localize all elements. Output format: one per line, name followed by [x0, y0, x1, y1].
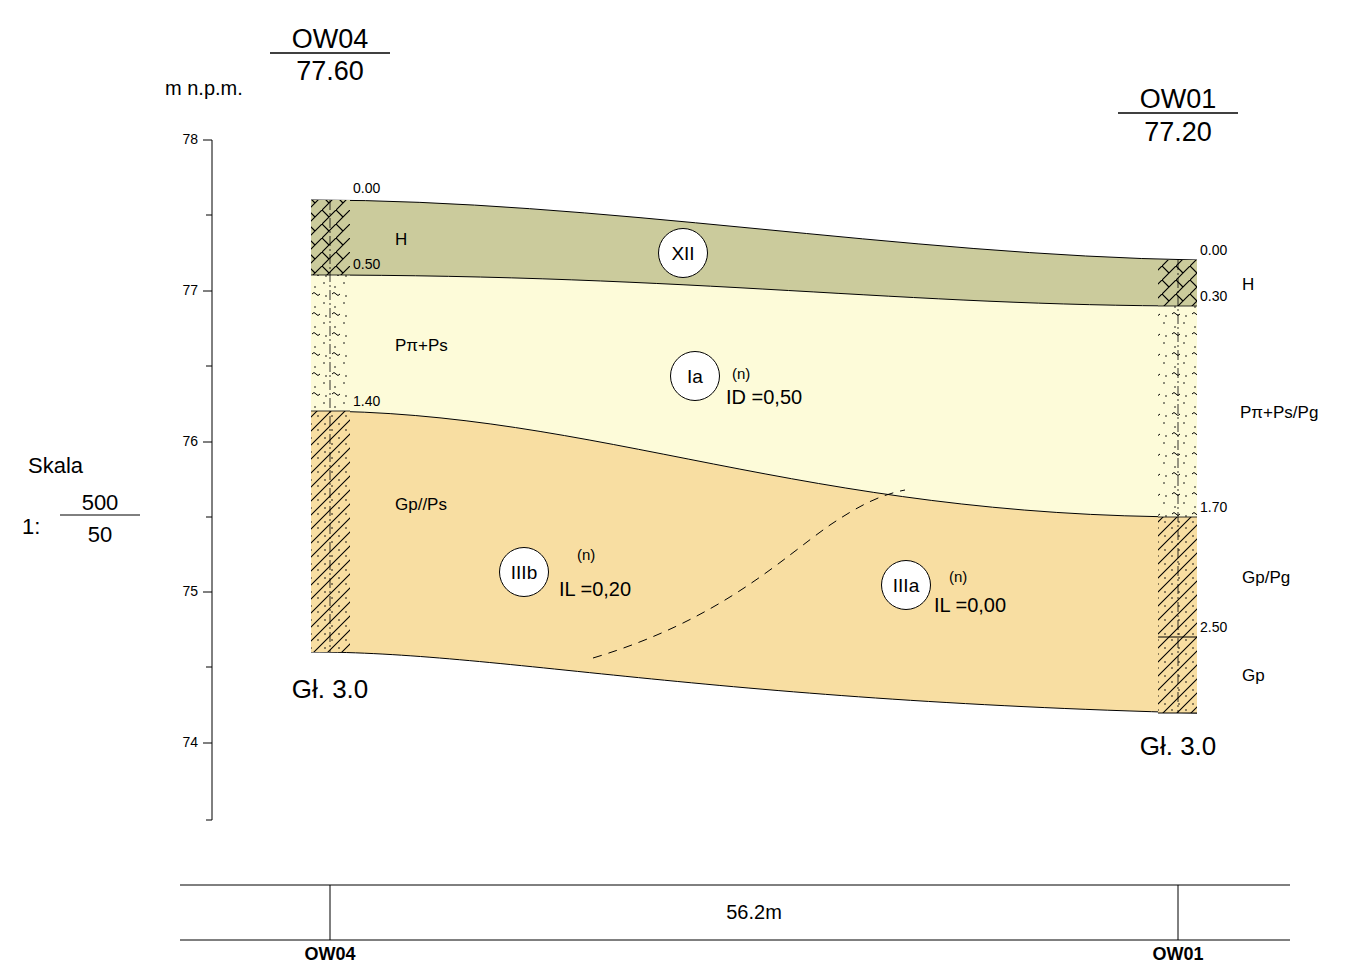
- soil-symbol: Pπ+Ps/Pg: [1240, 404, 1318, 423]
- soil-symbol: H: [395, 231, 407, 250]
- parameter-value: ID =0,50: [726, 386, 802, 408]
- soil-symbol: Pπ+Ps: [395, 337, 448, 356]
- borehole-column: [1158, 260, 1197, 713]
- axis-value: 77: [182, 283, 198, 298]
- axis-value: 78: [182, 132, 198, 147]
- depth-value: 2.50: [1200, 620, 1227, 635]
- soil-symbol: Gp//Ps: [395, 496, 447, 515]
- borehole-column: [311, 200, 350, 652]
- distance-bar: [180, 885, 1290, 940]
- ground-elevation: 77.20: [1144, 118, 1212, 148]
- borehole-depth: Gł. 3.0: [292, 675, 369, 704]
- layer-number: IIIa: [893, 576, 919, 595]
- unit-label: m n.p.m.: [165, 77, 243, 99]
- layer-boundaries: [311, 200, 1197, 713]
- borehole-name: OW04: [292, 25, 369, 55]
- ground-elevation: 77.60: [296, 57, 364, 87]
- depth-value: 1.70: [1200, 500, 1227, 515]
- layer-number: XII: [671, 244, 694, 263]
- scale-label: 1:: [22, 515, 40, 539]
- distance-value: 56.2m: [722, 901, 786, 923]
- borehole-name: OW04: [304, 945, 355, 965]
- scale-label: Skala: [28, 454, 83, 478]
- scale-value: 500: [82, 491, 119, 515]
- parameter-note: (n): [949, 569, 967, 586]
- layer-callout-circle: IIIb: [499, 547, 549, 597]
- layer-callout-circle: IIIa: [881, 560, 931, 610]
- borehole-depth: Gł. 3.0: [1140, 732, 1217, 761]
- depth-value: 0.00: [1200, 243, 1227, 258]
- depth-value: 1.40: [353, 394, 380, 409]
- depth-value: 0.30: [1200, 289, 1227, 304]
- layer-XII: [311, 200, 1197, 306]
- layer-callout-circle: Ia: [670, 351, 720, 401]
- parameter-note: (n): [577, 547, 595, 564]
- elevation-axis: [203, 140, 212, 820]
- parameter-value: IL =0,00: [934, 594, 1006, 616]
- layer-Ia: [311, 275, 1197, 517]
- soil-symbol: Gp: [1242, 667, 1265, 686]
- depth-value: 0.50: [353, 257, 380, 272]
- layer-number: IIIb: [511, 563, 537, 582]
- axis-value: 75: [182, 584, 198, 599]
- soil-symbol: Gp/Pg: [1242, 569, 1290, 588]
- parameter-note: (n): [732, 366, 750, 383]
- layer-callout-circle: XII: [658, 228, 708, 278]
- borehole-name: OW01: [1152, 945, 1203, 965]
- scale-value: 50: [88, 523, 112, 547]
- depth-value: 0.00: [353, 181, 380, 196]
- axis-value: 74: [182, 735, 198, 750]
- borehole-name: OW01: [1140, 85, 1217, 115]
- parameter-value: IL =0,20: [559, 578, 631, 600]
- axis-value: 76: [182, 434, 198, 449]
- soil-symbol: H: [1242, 276, 1254, 295]
- layer-number: Ia: [687, 367, 703, 386]
